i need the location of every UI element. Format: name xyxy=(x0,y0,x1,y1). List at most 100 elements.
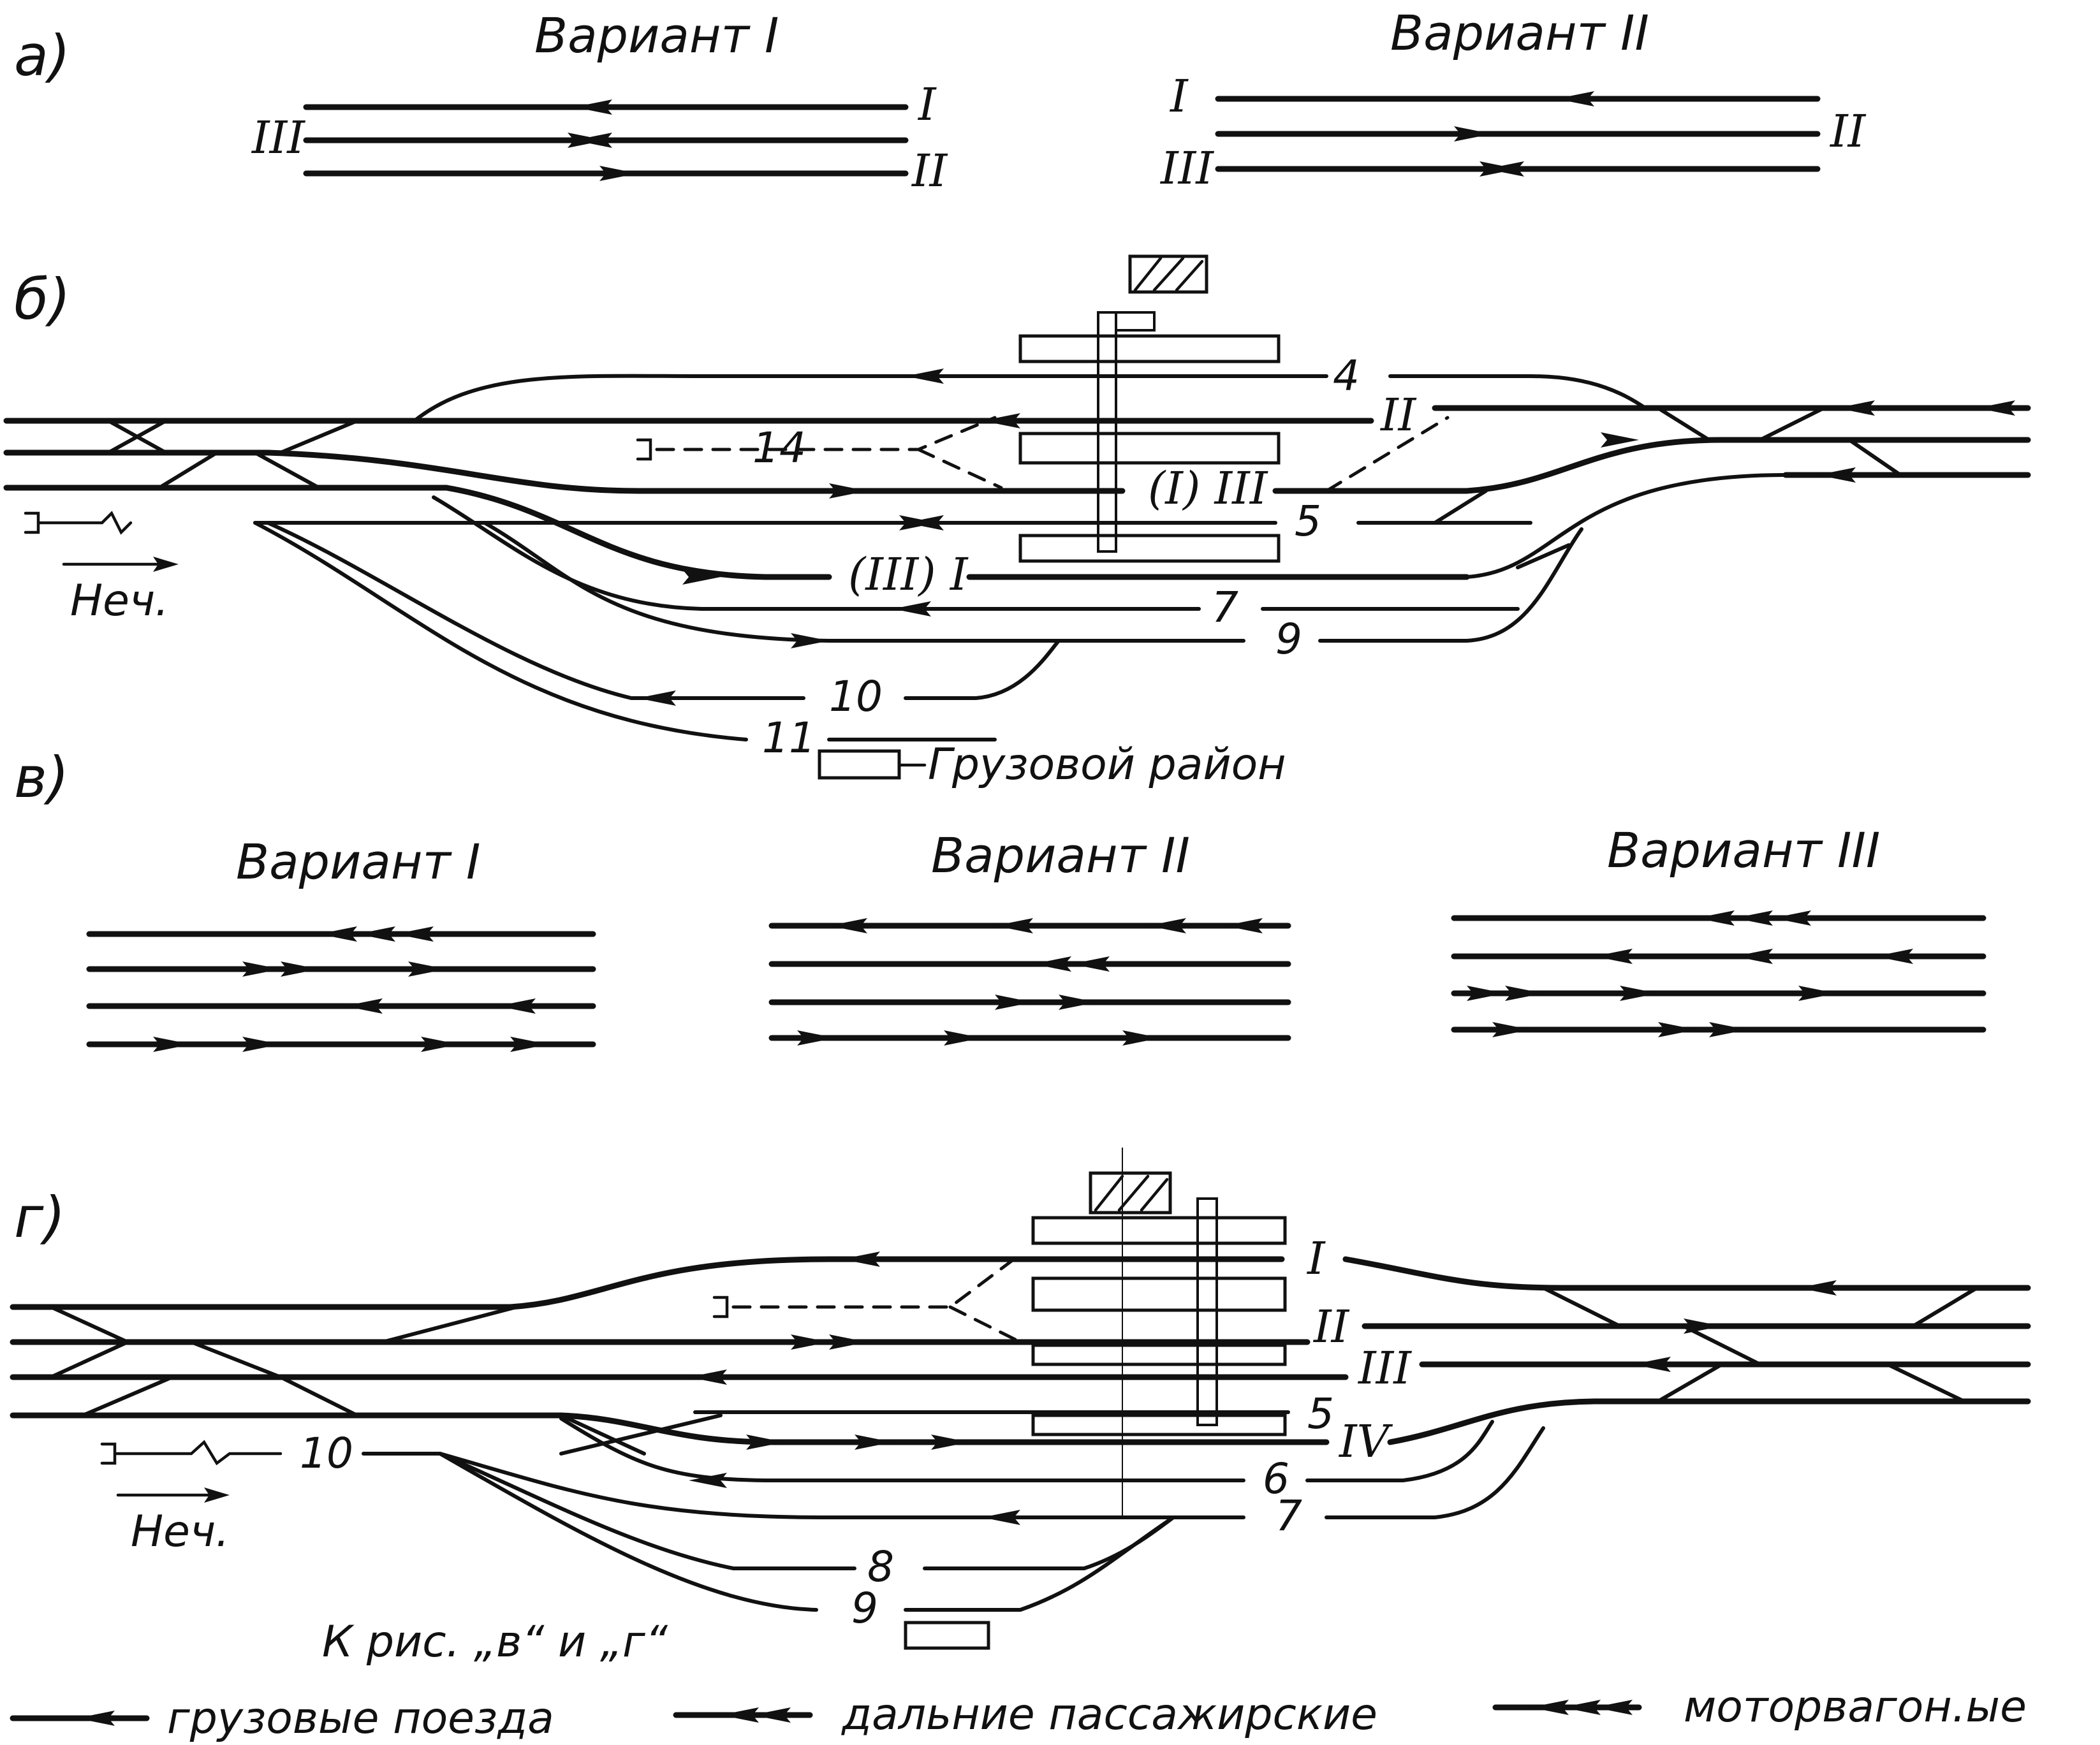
track-label-d-i: I xyxy=(1306,1232,1326,1285)
section-a: а) Вариант I Вариант II I III II I II II… xyxy=(14,4,1867,197)
station-building xyxy=(1128,254,1208,294)
a-v1-label-3: III xyxy=(251,112,305,164)
variant-c2-tracks xyxy=(768,918,1291,1046)
a-v2-label-3: III xyxy=(1159,142,1214,194)
section-d: г) xyxy=(10,1148,2031,1650)
arrow-left xyxy=(638,690,676,706)
direction-arrowhead-d xyxy=(204,1487,230,1503)
track-9 xyxy=(483,521,1245,643)
section-b: б) xyxy=(3,254,2031,790)
arrow-left xyxy=(689,1473,727,1488)
track-label-d-ii: II xyxy=(1312,1301,1350,1353)
variant-c1-tracks xyxy=(86,926,596,1052)
arrow-left xyxy=(689,1369,727,1385)
variant-2-title: Вариант II xyxy=(1390,4,1649,61)
legend-mu-arrow-2 xyxy=(1562,1700,1601,1715)
freight-area-symbol-d xyxy=(904,1621,990,1650)
arrow-right xyxy=(855,1435,893,1450)
crossovers-d-right xyxy=(1541,1286,1979,1403)
platform-2 xyxy=(1018,432,1281,465)
track-d-7 xyxy=(438,1452,1245,1519)
track-d-6 xyxy=(559,1417,1245,1482)
platform-1 xyxy=(1018,334,1281,363)
track-label-d-5: 5 xyxy=(1307,1389,1334,1438)
track-label-d-6: 6 xyxy=(1263,1454,1289,1503)
arrow-left xyxy=(893,601,931,617)
track-d-i-right xyxy=(1342,1256,2031,1291)
legend-long-distance-label: дальние пассажирские xyxy=(841,1690,1377,1740)
track-label-d-8: 8 xyxy=(867,1542,894,1591)
track-iii-i xyxy=(443,485,832,580)
direction-arrowhead xyxy=(153,557,179,572)
arrow-right xyxy=(931,1435,969,1450)
arrow-left xyxy=(1817,467,1856,483)
a-v1-label-2: II xyxy=(911,145,948,197)
track-d-8 xyxy=(438,1452,856,1570)
legend-freight-label: грузовые поезда xyxy=(167,1693,554,1744)
track-label-d-10: 10 xyxy=(300,1429,353,1478)
section-d-label: г) xyxy=(14,1185,66,1250)
buffer-stop-d-left xyxy=(100,1440,283,1466)
arrow-right xyxy=(791,633,829,648)
arrow-right xyxy=(1454,126,1492,142)
arrow-left xyxy=(574,99,612,115)
platform-d1 xyxy=(1031,1216,1287,1245)
arrow-right xyxy=(746,1435,784,1450)
track-i-iii-curve xyxy=(1464,437,1725,494)
track-label-9: 9 xyxy=(1275,615,1302,664)
arrow-left xyxy=(574,133,612,148)
legend-mu-arrow-3 xyxy=(1594,1700,1633,1715)
arrow-left xyxy=(982,1510,1020,1525)
track-d-i xyxy=(10,1256,1285,1310)
arrow-left xyxy=(1977,400,2015,416)
track-label-5: 5 xyxy=(1295,497,1321,546)
track-label-11: 11 xyxy=(762,713,816,763)
track-7 xyxy=(432,495,1201,611)
variant-c3-title: Вариант III xyxy=(1607,822,1880,879)
arrow-left xyxy=(1798,1280,1837,1296)
station-building-d xyxy=(1089,1171,1172,1215)
track-d-7-right xyxy=(1325,1426,1545,1519)
track-label-7: 7 xyxy=(1212,583,1238,632)
platform-d2 xyxy=(1031,1276,1287,1312)
track-4 xyxy=(413,374,1328,423)
section-c-label: в) xyxy=(14,745,69,810)
track-label-i-iii: (I) III xyxy=(1148,462,1268,515)
footbridge xyxy=(1097,311,1117,553)
track-label-d-iii: III xyxy=(1357,1342,1412,1394)
buffer-stop-left xyxy=(24,511,133,535)
freight-area-label: Грузовой район xyxy=(928,740,1286,790)
arrow-left xyxy=(906,515,944,530)
crossovers-left xyxy=(106,419,359,490)
track-label-d-iv: IV xyxy=(1338,1415,1393,1468)
arrow-left xyxy=(1633,1357,1671,1372)
section-c: в) Вариант I Вариант II Вариант III xyxy=(14,745,1986,1052)
arrow-left xyxy=(906,369,944,384)
track-iii-i-curve xyxy=(1465,473,1788,579)
a-v2-label-1: I xyxy=(1169,70,1189,122)
arrow-left xyxy=(842,1252,880,1267)
a-v1-label-1: I xyxy=(917,78,937,131)
platform-d4 xyxy=(1031,1413,1287,1436)
track-14-dashed xyxy=(655,416,1450,493)
station-hatch-d xyxy=(1094,1174,1169,1212)
arrow-right xyxy=(791,1334,829,1350)
track-i-iii xyxy=(265,449,1126,494)
arrow-right xyxy=(1684,1318,1722,1334)
track-10-right xyxy=(904,639,1061,700)
track-4-right xyxy=(1388,374,1647,410)
variant-c1-title: Вариант I xyxy=(236,833,480,890)
arrow-right xyxy=(829,1334,867,1350)
track-d-9 xyxy=(438,1452,818,1612)
station-hatch xyxy=(1133,256,1204,292)
variant-1-title: Вариант I xyxy=(534,7,779,64)
platform-3 xyxy=(1018,534,1281,563)
legend-mu-label: моторвагон.ые xyxy=(1684,1682,2027,1732)
buffer-stop xyxy=(636,438,652,461)
variant-c3-tracks xyxy=(1451,910,1986,1037)
direction-label-d: Неч. xyxy=(131,1507,230,1557)
legend-freight-arrow xyxy=(77,1711,115,1726)
track-label-14: 14 xyxy=(753,423,806,472)
track-11 xyxy=(253,521,748,741)
